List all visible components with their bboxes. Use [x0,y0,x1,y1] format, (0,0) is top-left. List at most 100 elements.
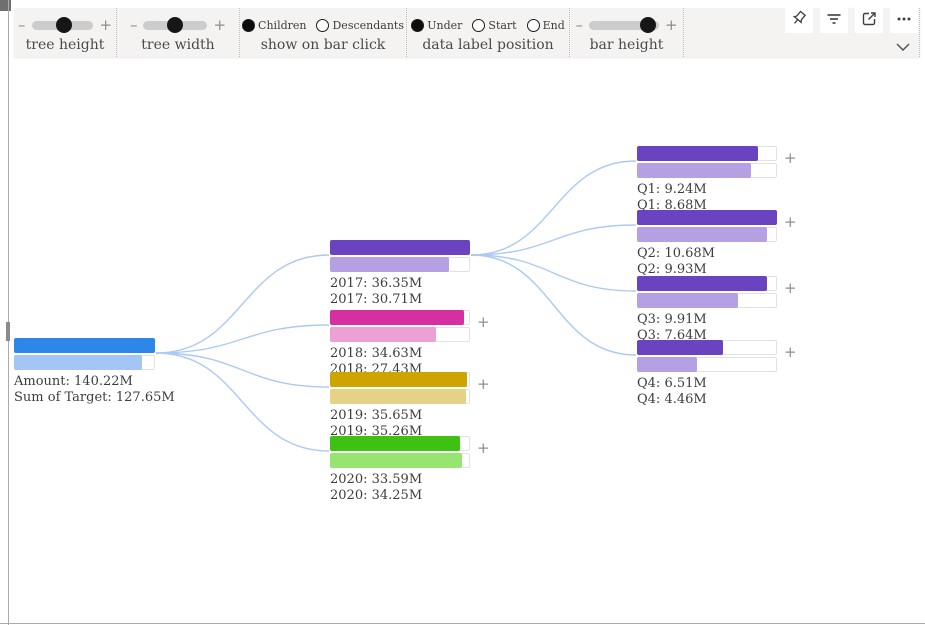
tree-link-y2017-q1 [470,160,637,256]
target-bar[interactable] [14,355,143,370]
collapse-toolbar-chevron-icon[interactable] [896,36,910,55]
radio-end[interactable]: End [526,18,565,32]
radio-under-circle[interactable] [411,18,425,32]
target-track[interactable] [637,293,777,308]
node-label-target: 2017: 30.71M [330,292,423,307]
tree-height-slider-thumb[interactable] [56,16,73,33]
bar-height-decrease-button[interactable]: – [575,16,583,34]
more-options-icon[interactable] [890,5,918,33]
amount-bar[interactable] [637,276,768,291]
expand-node-plus[interactable]: + [477,313,490,331]
radio-under-label: Under [427,18,463,32]
amount-bar[interactable] [330,310,464,325]
node-label-target: 2020: 34.25M [330,488,423,503]
radio-descendants-circle[interactable] [316,18,330,32]
amount-track[interactable] [14,338,155,353]
amount-bar[interactable] [330,436,460,451]
amount-track[interactable] [637,146,777,161]
tree-height-decrease-button[interactable]: – [18,16,26,34]
bar-height-slider[interactable] [588,16,659,33]
page-left-scroll-handle[interactable] [6,322,10,341]
focus-mode-icon[interactable] [855,5,883,33]
target-bar[interactable] [637,293,738,308]
tree-link-root-y2020 [155,352,330,452]
tree-height-increase-button[interactable]: + [99,16,112,34]
node-label-amount: Q2: 10.68M [637,246,715,261]
target-track[interactable] [637,357,777,372]
amount-bar[interactable] [330,240,470,255]
radio-start-label: Start [488,18,517,32]
target-bar[interactable] [637,227,768,242]
expand-node-plus[interactable]: + [477,375,490,393]
tree-width-increase-button[interactable]: + [213,16,227,34]
radio-descendants-label: Descendants [332,18,404,32]
target-track[interactable] [330,389,470,404]
amount-track[interactable] [330,436,470,451]
radio-children-label: Children [258,18,307,32]
amount-track[interactable] [637,340,777,355]
target-bar[interactable] [637,357,697,372]
expand-node-plus[interactable]: + [784,149,797,167]
amount-bar[interactable] [637,340,724,355]
amount-track[interactable] [637,210,777,225]
visual-toolbar: – + tree height – + tree width Children [14,5,920,57]
radio-start[interactable]: Start [472,18,517,32]
target-track[interactable] [637,227,777,242]
tree-width-decrease-button[interactable]: – [129,16,138,34]
target-track[interactable] [637,163,777,178]
amount-bar[interactable] [330,372,468,387]
amount-track[interactable] [330,240,470,255]
expand-node-plus[interactable]: + [784,213,797,231]
amount-track[interactable] [330,310,470,325]
page-resize-handle[interactable] [0,0,11,11]
expand-node-plus[interactable]: + [784,279,797,297]
filter-icon[interactable] [820,5,848,33]
tree-width-slider[interactable] [143,16,208,33]
target-bar[interactable] [637,163,752,178]
radio-descendants[interactable]: Descendants [316,18,404,32]
toolbar-section-tree-height: – + tree height [14,8,117,57]
amount-bar[interactable] [637,210,777,225]
amount-track[interactable] [330,372,470,387]
tree-link-root-y2017 [155,254,330,354]
radio-end-circle[interactable] [526,18,540,32]
target-bar[interactable] [330,453,462,468]
tree-height-label: tree height [25,37,105,53]
expand-node-plus[interactable]: + [784,343,797,361]
target-track[interactable] [330,453,470,468]
target-bar[interactable] [330,327,437,342]
radio-children-circle[interactable] [242,18,256,32]
target-bar[interactable] [330,389,466,404]
tree-height-slider[interactable] [31,16,94,33]
node-label-amount: 2019: 35.65M [330,408,423,423]
radio-under[interactable]: Under [411,18,463,32]
bar-height-increase-button[interactable]: + [664,16,678,34]
pin-icon[interactable] [785,5,813,33]
show-on-bar-click-label: show on bar click [260,37,386,53]
tree-width-slider-thumb[interactable] [167,16,184,33]
amount-track[interactable] [637,276,777,291]
expand-node-plus[interactable]: + [477,439,490,457]
bar-height-slider-thumb[interactable] [639,16,656,33]
radio-children[interactable]: Children [242,18,307,32]
amount-bar[interactable] [14,338,155,353]
target-track[interactable] [330,257,470,272]
target-bar[interactable] [330,257,449,272]
radio-start-circle[interactable] [472,18,486,32]
amount-bar[interactable] [637,146,759,161]
target-track[interactable] [14,355,155,370]
target-track[interactable] [330,327,470,342]
